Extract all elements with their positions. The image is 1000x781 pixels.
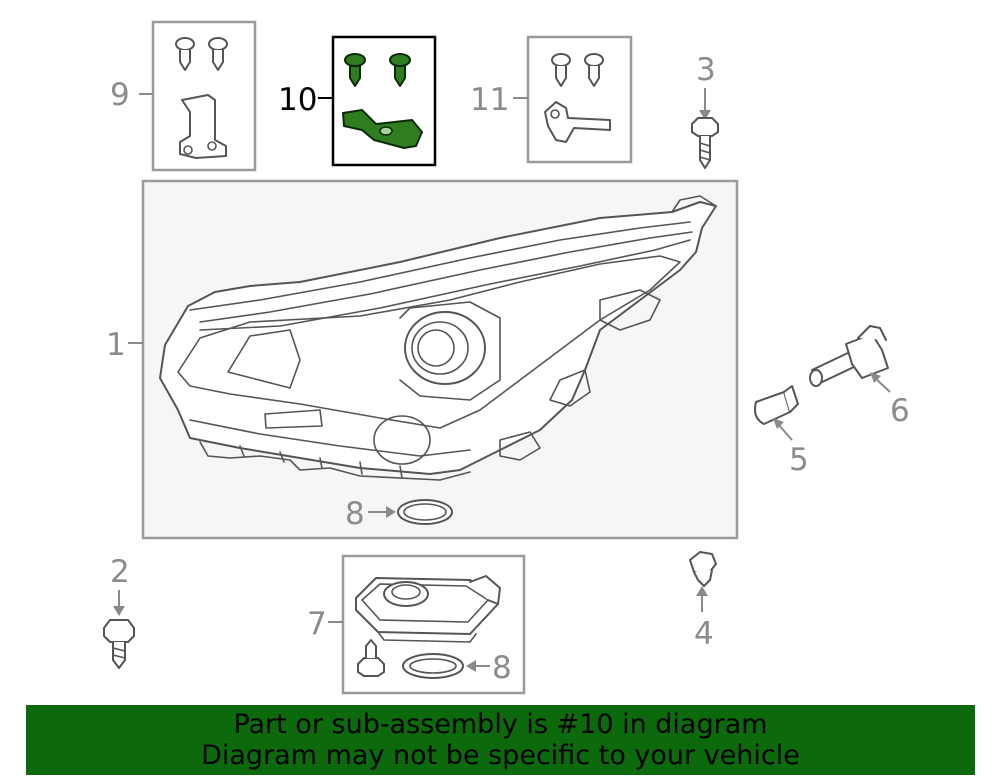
group-11[interactable]: 11 [470,35,633,164]
group-5[interactable]: 5 [754,385,809,478]
screw-icon [389,53,411,87]
callout-1: 1 [106,327,126,363]
bracket-icon [342,109,423,149]
bolt-icon [691,117,719,169]
clip-icon [689,551,717,587]
callout-8: 8 [345,496,365,532]
group-8b[interactable]: 8 [402,650,512,686]
screw-icon [357,639,385,677]
callout-7: 7 [307,606,327,642]
callout-8: 8 [492,650,512,686]
gasket-icon [397,499,453,525]
callout-11: 11 [470,82,509,118]
callout-5: 5 [789,442,809,478]
screw-icon [175,37,195,71]
group-1[interactable]: 1 [106,179,739,540]
notice-banner: Part or sub-assembly is #10 in diagram D… [26,705,975,775]
group-7[interactable]: 7 8 [307,554,526,695]
callout-2: 2 [110,554,130,590]
screw-icon [584,53,604,87]
bolt-icon [103,619,135,669]
callout-3: 3 [696,52,716,88]
screw-icon [551,53,571,87]
headlamp-assembly-icon [159,195,717,481]
ballast-module-icon [355,575,501,643]
callout-6: 6 [890,393,910,429]
group-8a[interactable]: 8 [345,496,453,532]
group-2[interactable]: 2 [103,554,135,669]
group-3[interactable]: 3 [691,52,719,169]
notice-line-1: Part or sub-assembly is #10 in diagram [233,709,768,740]
box-11 [526,35,633,164]
screw-icon [344,53,366,87]
bracket-icon [179,94,227,159]
screw-icon [208,37,228,71]
group-9[interactable]: 9 [110,20,257,172]
group-6[interactable]: 6 [809,325,910,429]
callout-9: 9 [110,77,130,113]
bulb-icon [809,325,889,387]
notice-line-2: Diagram may not be specific to your vehi… [201,740,800,771]
small-bulb-icon [754,385,799,425]
gasket-icon [402,653,464,679]
group-4[interactable]: 4 [689,551,717,652]
callout-10: 10 [278,82,317,118]
group-10[interactable]: 10 [278,35,437,167]
bracket-icon [544,101,611,143]
callout-4: 4 [694,616,714,652]
parts-diagram: 9 10 11 [103,20,910,695]
